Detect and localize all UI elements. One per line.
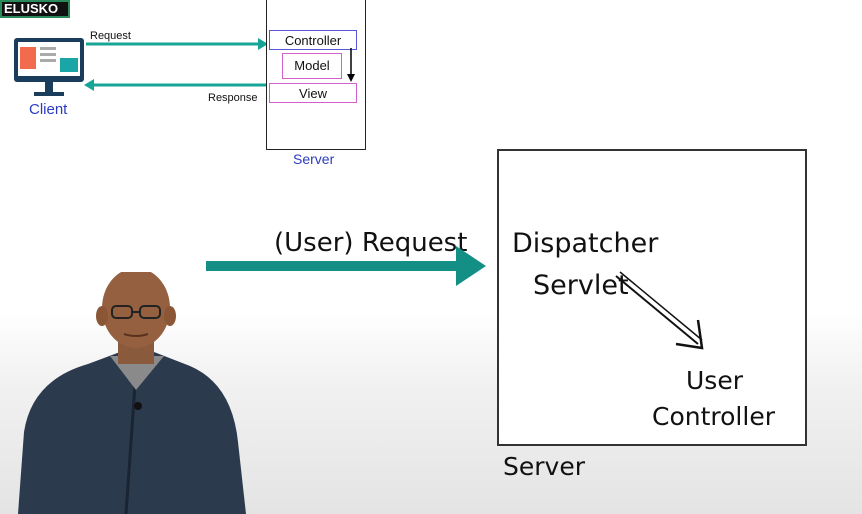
controller-box: Controller <box>269 30 357 50</box>
monitor-icon <box>14 38 84 96</box>
request-arrow <box>86 38 268 50</box>
server-label-main: Server <box>503 452 585 481</box>
request-label-small: Request <box>90 30 131 42</box>
server-box <box>497 149 807 446</box>
user-controller-line1: User <box>686 366 743 395</box>
presenter-image <box>18 272 246 514</box>
dispatcher-servlet-line2: Servlet <box>533 270 629 301</box>
model-box: Model <box>282 53 342 79</box>
flow-down-arrow <box>347 48 355 82</box>
server-label-small: Server <box>293 151 335 167</box>
dispatch-arrow <box>615 271 704 350</box>
view-box: View <box>269 83 357 103</box>
dispatcher-servlet-line1: Dispatcher <box>512 228 659 259</box>
response-label-small: Response <box>208 92 258 104</box>
user-request-arrow <box>206 246 486 286</box>
brand-logo: ELUSKO <box>0 0 70 18</box>
response-arrow <box>84 79 266 91</box>
client-label: Client <box>29 101 68 118</box>
user-controller-line2: Controller <box>652 402 775 431</box>
user-request-label: (User) Request <box>274 228 468 258</box>
